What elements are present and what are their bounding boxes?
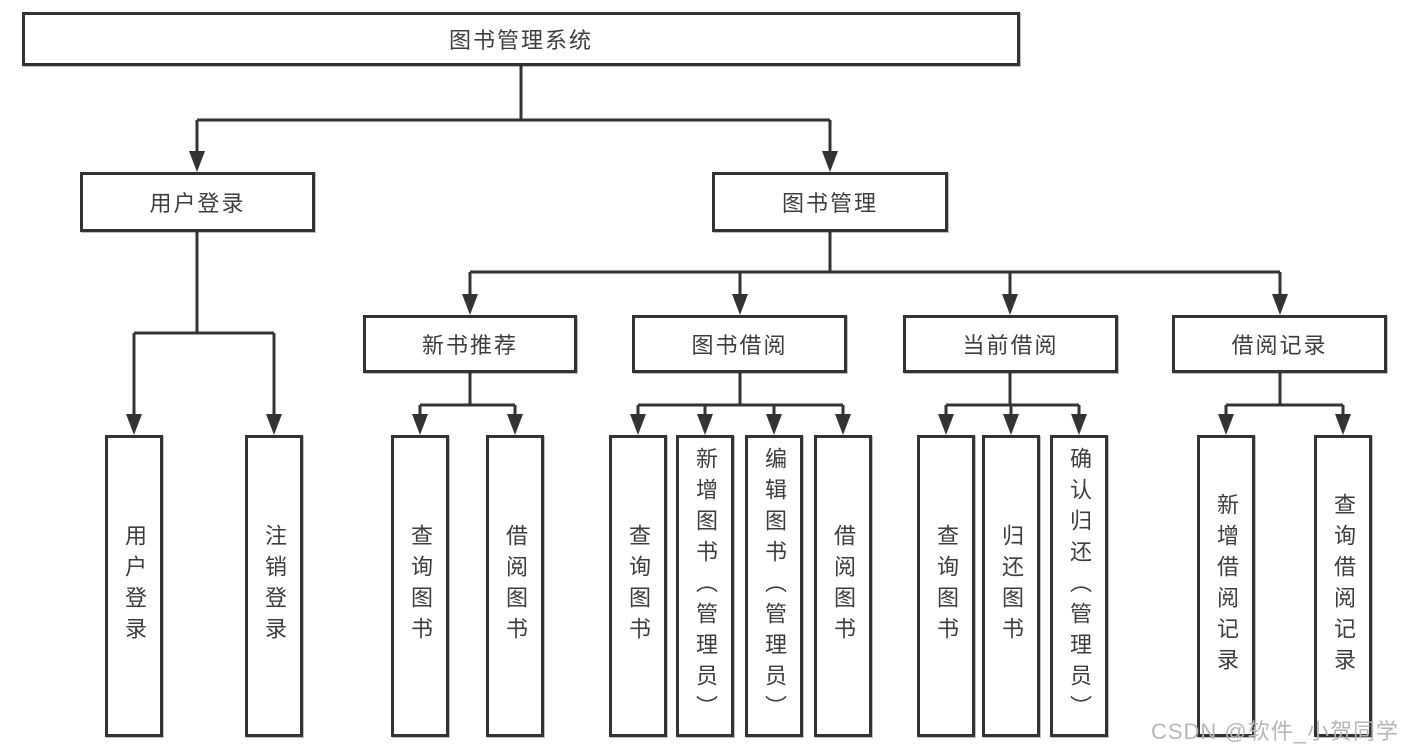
arrow-icon — [938, 414, 954, 435]
connector-book-management — [468, 230, 1282, 306]
leaf-user-login: 用户登录 — [105, 435, 163, 737]
arrow-icon — [822, 151, 838, 172]
arrow-icon — [126, 414, 142, 435]
leaf-label: 新增图书（管理员） — [693, 446, 718, 726]
leaf-label: 查询图书 — [408, 524, 433, 648]
leaf-borrow-books: 借阅图书 — [814, 435, 872, 737]
arrow-icon — [835, 414, 851, 435]
leaf-label: 确认归还（管理员） — [1067, 446, 1092, 726]
leaf-label: 借阅图书 — [831, 524, 856, 648]
arrow-icon — [189, 151, 205, 172]
leaf-query-borrow-record: 查询借阅记录 — [1314, 435, 1372, 737]
leaf-label: 查询图书 — [626, 524, 651, 648]
connector-book-borrow — [636, 371, 845, 424]
arrow-icon — [697, 414, 713, 435]
leaf-label: 查询借阅记录 — [1331, 493, 1356, 679]
leaf-borrow-books-recommend: 借阅图书 — [486, 435, 544, 737]
node-book-borrow: 图书借阅 — [632, 315, 847, 373]
connector-new-book-recommend — [418, 371, 517, 424]
leaf-confirm-return-admin: 确认归还（管理员） — [1050, 435, 1108, 737]
leaf-query-books-borrow: 查询图书 — [609, 435, 667, 737]
node-library-system: 图书管理系统 — [22, 12, 1020, 66]
leaf-label: 借阅图书 — [503, 524, 528, 648]
leaf-label: 编辑图书（管理员） — [762, 446, 787, 726]
watermark: CSDN @软件_小贺同学 — [1150, 719, 1399, 744]
leaf-query-books-current: 查询图书 — [917, 435, 975, 737]
arrow-icon — [462, 294, 478, 315]
arrow-icon — [412, 414, 428, 435]
leaf-label: 注销登录 — [262, 524, 287, 648]
arrow-icon — [1003, 414, 1019, 435]
node-borrow-records: 借阅记录 — [1172, 315, 1387, 373]
arrow-icon — [1335, 414, 1351, 435]
node-current-borrow: 当前借阅 — [903, 315, 1118, 373]
leaf-label: 新增借阅记录 — [1214, 493, 1239, 679]
node-new-book-recommend: 新书推荐 — [363, 315, 577, 373]
leaf-label: 归还图书 — [999, 524, 1024, 648]
arrow-icon — [766, 414, 782, 435]
arrow-icon — [630, 414, 646, 435]
arrow-icon — [732, 294, 748, 315]
leaf-label: 查询图书 — [934, 524, 959, 648]
leaf-add-borrow-record: 新增借阅记录 — [1197, 435, 1255, 737]
node-book-management: 图书管理 — [712, 172, 948, 232]
leaf-add-book-admin: 新增图书（管理员） — [676, 435, 734, 737]
leaf-logout: 注销登录 — [245, 435, 303, 737]
connector-root — [195, 66, 832, 162]
connector-user-login — [132, 230, 276, 424]
arrowheads — [126, 151, 1351, 435]
arrow-icon — [266, 414, 282, 435]
arrow-icon — [1071, 414, 1087, 435]
leaf-query-books-recommend: 查询图书 — [391, 435, 449, 737]
connector-borrow-records — [1224, 371, 1345, 424]
arrow-icon — [1002, 294, 1018, 315]
arrow-icon — [1272, 294, 1288, 315]
leaf-edit-book-admin: 编辑图书（管理员） — [745, 435, 803, 737]
arrow-icon — [1218, 414, 1234, 435]
leaf-label: 用户登录 — [122, 524, 147, 648]
arrow-icon — [507, 414, 523, 435]
leaf-return-book: 归还图书 — [982, 435, 1040, 737]
node-user-login: 用户登录 — [80, 172, 315, 232]
